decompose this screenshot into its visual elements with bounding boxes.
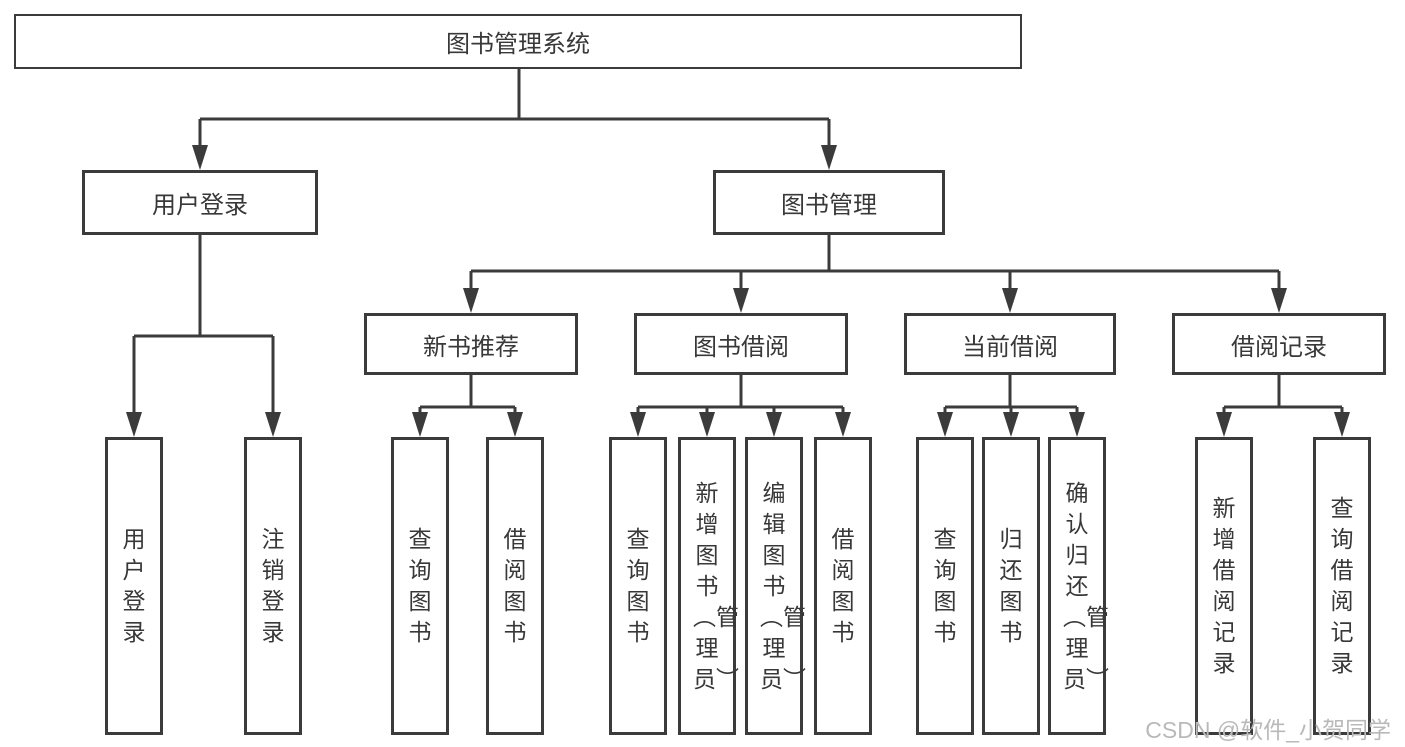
node-leaf-search-books-borrowing: 查询图书 — [609, 437, 667, 735]
node-borrowing-records: 借阅记录 — [1172, 313, 1386, 375]
node-label: 图书借阅 — [693, 333, 789, 361]
node-label: 编辑图书︵管理员︶ — [760, 479, 806, 692]
node-leaf-user-login: 用户登录 — [105, 437, 163, 735]
node-leaf-search-borrow-record: 查询借阅记录 — [1313, 437, 1371, 735]
node-leaf-confirm-return-admin: 确认归还︵管理员︶ — [1048, 437, 1109, 735]
node-label: 查询图书 — [408, 526, 432, 645]
node-label: 确认归还︵管理员︶ — [1063, 479, 1109, 692]
node-label: 借阅记录 — [1231, 333, 1327, 361]
node-label: 注销登录 — [261, 526, 285, 645]
node-label: 当前借阅 — [962, 333, 1058, 361]
node-label: 借阅图书 — [831, 526, 855, 645]
node-leaf-add-borrow-record: 新增借阅记录 — [1195, 437, 1253, 735]
node-label: 新增图书︵管理员︶ — [693, 479, 739, 692]
node-label: 用户登录 — [152, 192, 248, 219]
node-leaf-logout: 注销登录 — [244, 437, 302, 735]
node-leaf-edit-book-admin: 编辑图书︵管理员︶ — [745, 437, 806, 735]
node-leaf-return-books: 归还图书 — [982, 437, 1040, 735]
node-leaf-search-books-current: 查询图书 — [916, 437, 974, 735]
node-label: 归还图书 — [999, 526, 1023, 645]
csdn-watermark: CSDN @软件_小贺同学 — [1145, 717, 1391, 743]
node-label: 图书管理 — [781, 192, 877, 219]
node-new-book-recommendation: 新书推荐 — [364, 313, 578, 375]
node-label: 图书管理系统 — [446, 31, 590, 58]
node-leaf-add-book-admin: 新增图书︵管理员︶ — [678, 437, 739, 735]
node-book-management: 图书管理 — [713, 170, 945, 235]
node-label: 查询图书 — [626, 526, 650, 645]
node-leaf-borrow-books-recommend: 借阅图书 — [486, 437, 544, 735]
node-leaf-search-books-recommend: 查询图书 — [391, 437, 449, 735]
node-label: 用户登录 — [122, 526, 146, 645]
node-label: 新书推荐 — [423, 333, 519, 361]
node-user-login: 用户登录 — [82, 170, 318, 235]
node-leaf-borrow-books: 借阅图书 — [814, 437, 872, 735]
node-label: 新增借阅记录 — [1212, 495, 1236, 676]
node-library-management-system: 图书管理系统 — [14, 14, 1022, 69]
node-label: 查询图书 — [933, 526, 957, 645]
node-book-borrowing: 图书借阅 — [634, 313, 848, 375]
node-label: 借阅图书 — [503, 526, 527, 645]
node-label: 查询借阅记录 — [1330, 495, 1354, 676]
node-current-borrowing: 当前借阅 — [904, 313, 1116, 375]
